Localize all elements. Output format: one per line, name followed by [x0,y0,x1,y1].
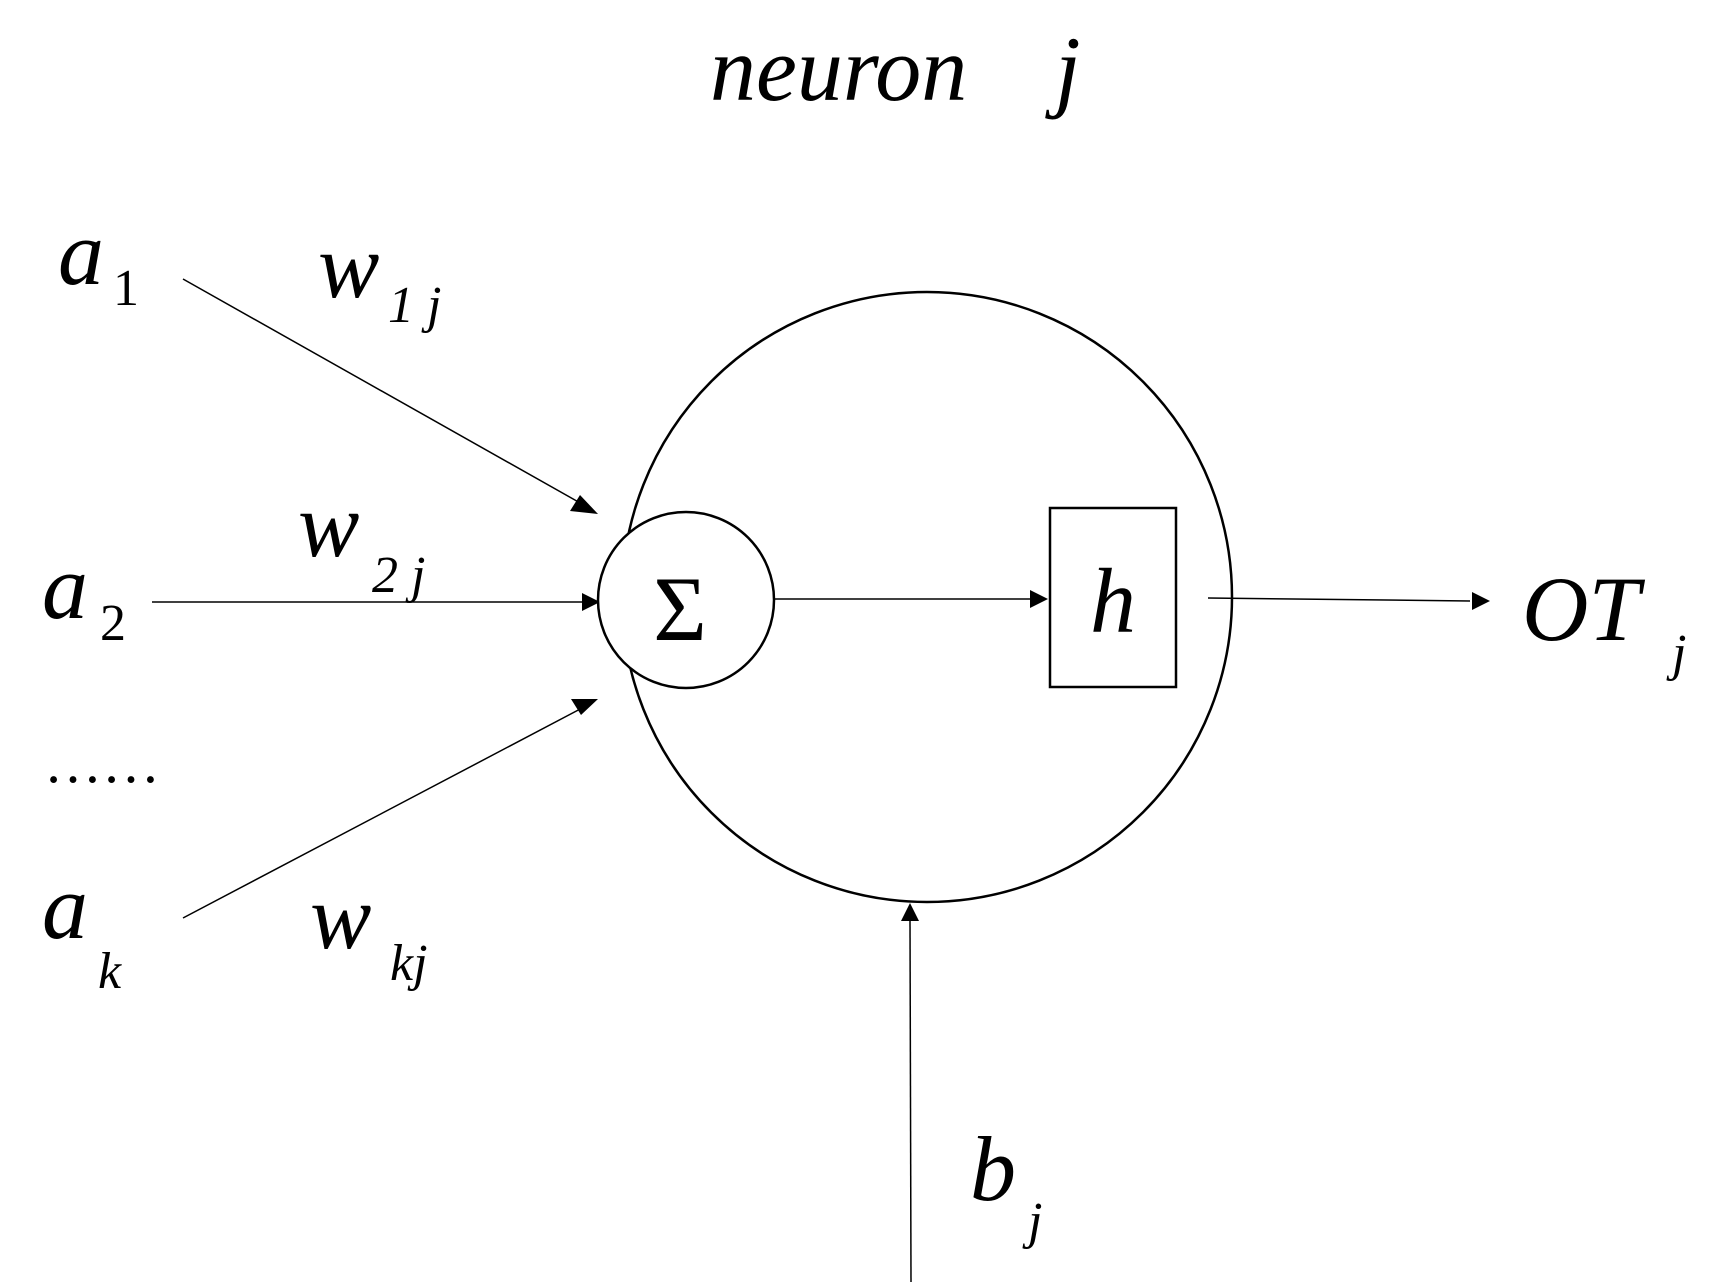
input-label-a2: a [42,536,88,638]
bias-label-subscript: j [1022,1193,1042,1250]
bias-label: b [970,1118,1016,1220]
input-label-a1-subscript: 1 [113,260,139,317]
output-label: OT [1522,558,1645,660]
input-arrowhead-a1 [570,495,598,514]
input-line-ak [182,706,585,919]
title-neuron-word: neuron [710,18,967,120]
weight-label-wkj-subscript: kj [390,935,428,992]
activation-box [1048,506,1178,689]
input-label-a1: a [58,202,104,304]
input-label-ak: a [42,856,88,958]
bias-line [909,920,912,1282]
weight-label-w1j: w [318,215,379,317]
input-label-ak-subscript: k [98,943,122,1000]
weight-label-w2j-subscript: 2 j [372,547,425,604]
input-arrowhead-a2 [582,593,600,611]
summation-node [596,510,776,690]
input-line-a1 [182,278,583,505]
weight-label-w2j: w [298,474,359,576]
input-ellipsis: …… [44,730,160,795]
title-neuron-index: j [1045,18,1081,120]
output-arrowhead [1472,592,1490,610]
input-label-a2-subscript: 2 [100,595,126,652]
input-arrowhead-ak [571,699,598,715]
summation-symbol: Σ [653,558,707,660]
sum-to-activation-arrowhead [1030,590,1048,608]
bias-arrowhead [901,903,919,921]
activation-symbol: h [1090,550,1136,652]
output-line [1207,597,1471,602]
weight-label-wkj: w [310,866,371,968]
weight-label-w1j-subscript: 1 j [388,277,441,334]
output-label-subscript: j [1666,625,1686,682]
